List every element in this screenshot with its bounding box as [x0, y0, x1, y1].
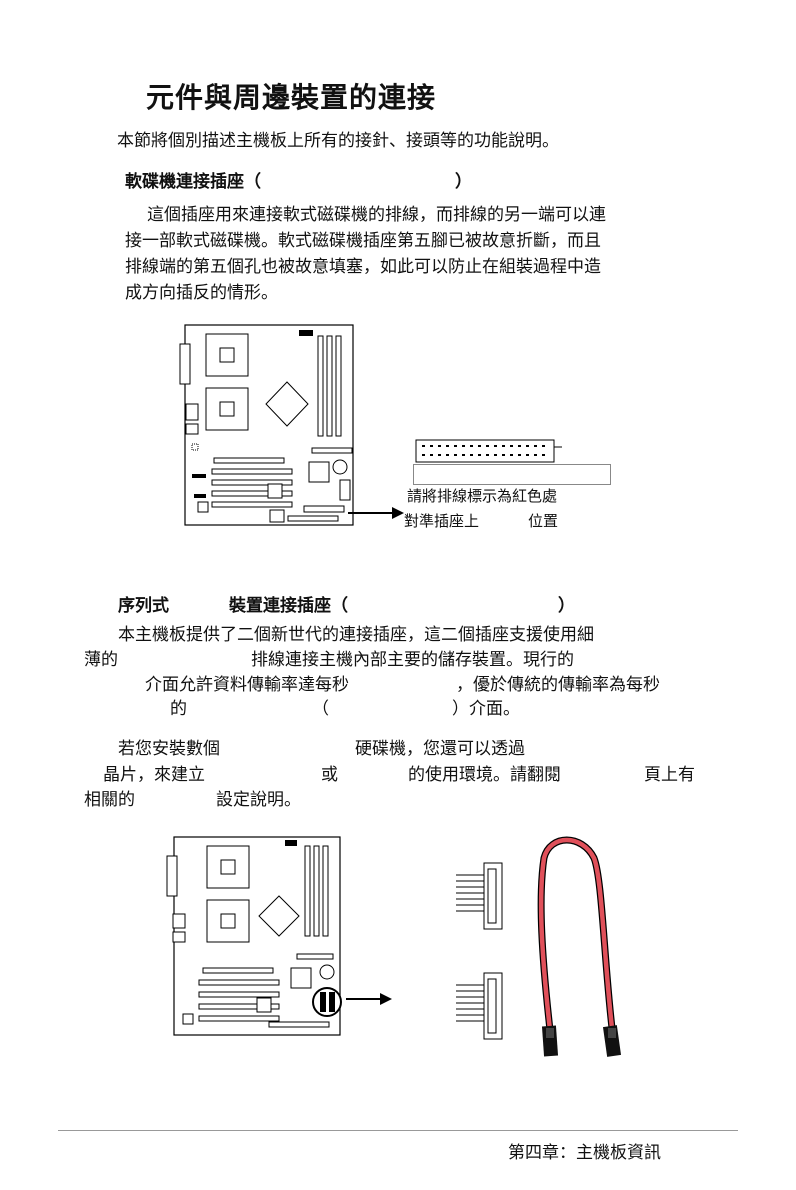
- floppy-label-box: [413, 464, 611, 485]
- sata-heading-b: 裝置連接插座（: [229, 596, 348, 616]
- sata-line-6d: 頁上有: [644, 765, 695, 785]
- floppy-body-line-3: 排線端的第五個孔也被故意填塞，如此可以防止在組裝過程中造: [125, 257, 601, 277]
- floppy-body-line-1: 這個插座用來連接軟式磁碟機的排線，而排線的另一端可以連: [147, 205, 606, 225]
- sata-connector-1: [456, 862, 503, 930]
- footer-divider: [58, 1130, 738, 1131]
- sata-line-5b: 硬碟機，您還可以透過: [355, 739, 525, 759]
- sata-line-4c: ）介面。: [452, 699, 520, 719]
- sata-cable-image: [537, 836, 622, 1057]
- floppy-note-line-2a: 對準插座上: [404, 512, 480, 530]
- page-title: 元件與周邊裝置的連接: [146, 81, 437, 114]
- sata-line-3a: 介面允許資料傳輸率達每秒: [145, 675, 349, 695]
- sata-line-2b: 排線連接主機內部主要的儲存裝置。現行的: [251, 650, 574, 670]
- sata-line-3b: ，優於傳統的傳輸率為每秒: [456, 675, 660, 695]
- motherboard-diagram-floppy: [179, 324, 354, 526]
- sata-line-6c: 的使用環境。請翻閱: [408, 765, 561, 785]
- sata-line-4a: 的: [170, 699, 187, 719]
- floppy-body-line-4: 成方向插反的情形。: [125, 283, 278, 303]
- floppy-heading: 軟碟機連接插座（: [125, 172, 261, 192]
- sata-connector-2: [456, 972, 503, 1040]
- sata-arrow: [346, 993, 392, 1005]
- sata-line-2a: 薄的: [84, 650, 118, 670]
- floppy-body-line-2: 接一部軟式磁碟機。軟式磁碟機插座第五腳已被故意折斷，而且: [125, 231, 601, 251]
- sata-line-7b: 設定說明。: [216, 790, 301, 810]
- sata-heading-end: ）: [558, 596, 575, 616]
- sata-line-4b: （: [312, 699, 329, 719]
- sata-line-5a: 若您安裝數個: [118, 739, 220, 759]
- floppy-heading-end: ）: [455, 172, 472, 192]
- intro-text: 本節將個別描述主機板上所有的接針、接頭等的功能說明。: [117, 131, 559, 151]
- floppy-connector-pins: [415, 439, 562, 463]
- motherboard-diagram-sata: [166, 836, 342, 1036]
- floppy-note-line-2b: 位置: [528, 512, 559, 530]
- floppy-note-line-1: 請將排線標示為紅色處: [407, 487, 558, 505]
- floppy-arrow: [348, 507, 404, 519]
- sata-line-6b: 或: [321, 765, 338, 785]
- footer-chapter: 第四章：主機板資訊: [508, 1143, 661, 1163]
- sata-heading-a: 序列式: [118, 596, 169, 616]
- sata-line-6a: 晶片，來建立: [103, 765, 205, 785]
- sata-line-1: 本主機板提供了二個新世代的連接插座，這二個插座支援使用細: [118, 625, 594, 645]
- sata-line-7a: 相關的: [84, 790, 135, 810]
